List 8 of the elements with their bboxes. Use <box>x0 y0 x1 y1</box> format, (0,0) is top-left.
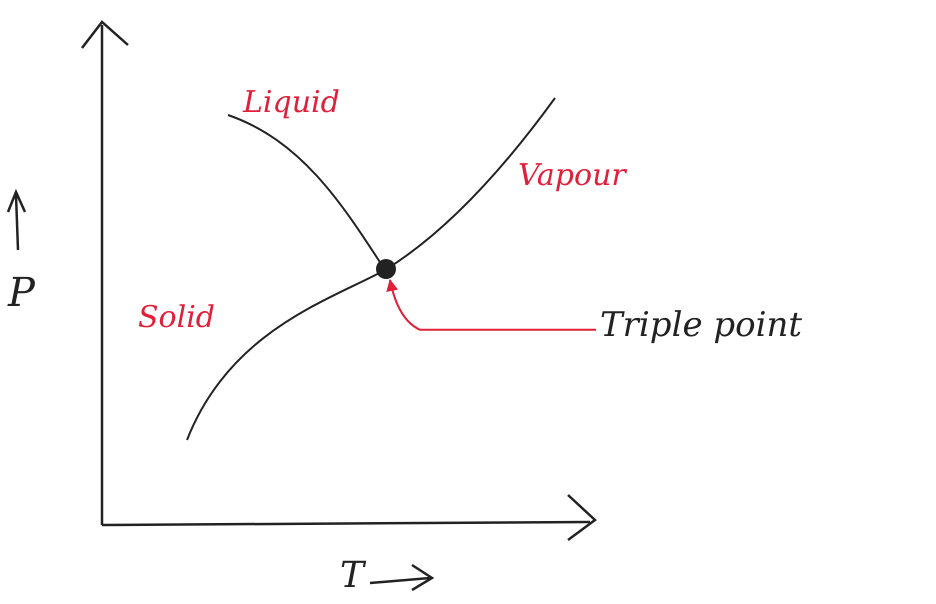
triple-point-dot <box>376 259 396 279</box>
region-label: Liquid <box>243 85 340 120</box>
axis-label: P <box>8 270 35 316</box>
leader-line <box>386 279 596 331</box>
annotation-text: Triple point <box>600 305 802 345</box>
region-label: Vapour <box>518 158 626 193</box>
region-label: Solid <box>138 300 216 335</box>
axis-label: T <box>340 555 364 596</box>
